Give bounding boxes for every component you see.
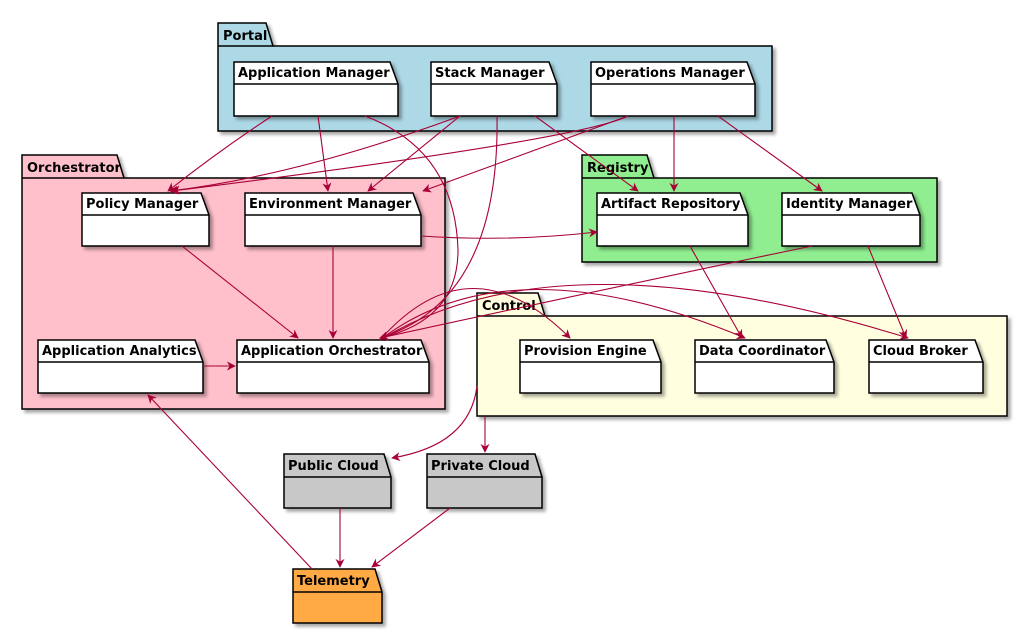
node-label-application-orchestrator: Application Orchestrator: [241, 344, 423, 359]
edge-control-to-public-cloud: [391, 385, 478, 462]
edge-envmgr-to-artifact: [420, 228, 598, 239]
edge-appmgr-to-apporch: [364, 115, 459, 341]
node-environment-manager: Environment Manager: [244, 192, 422, 247]
package-label-public-cloud: Public Cloud: [288, 459, 379, 474]
edge-telemetry-to-analytics: [147, 394, 313, 570]
edge-identity-to-apporch: [379, 245, 813, 341]
edge-apporch-to-datacoord: [379, 289, 746, 341]
package-label-control: Control: [482, 299, 536, 314]
node-label-environment-manager: Environment Manager: [249, 197, 412, 212]
node-application-orchestrator: Application Orchestrator: [236, 339, 430, 394]
node-label-cloud-broker: Cloud Broker: [873, 344, 968, 359]
edge-apporch-to-provision: [379, 287, 571, 341]
package-label-private-cloud: Private Cloud: [431, 459, 530, 474]
node-data-coordinator: Data Coordinator: [694, 339, 835, 394]
edge-artifact-to-datacoord: [689, 245, 743, 339]
edge-policy-to-apporch: [181, 245, 299, 339]
edge-ops-to-identity: [717, 115, 823, 192]
edge-private-cloud-to-telemetry: [371, 507, 451, 568]
node-label-application-analytics: Application Analytics: [42, 344, 197, 359]
node-artifact-repository: Artifact Repository: [596, 192, 749, 247]
package-telemetry: Telemetry: [292, 568, 383, 624]
node-label-identity-manager: Identity Manager: [786, 197, 913, 212]
edge-identity-to-cloudbroker: [867, 245, 908, 339]
edge-stack-to-envmgr: [367, 115, 461, 192]
package-label-orchestrator: Orchestrator: [27, 161, 122, 176]
node-policy-manager: Policy Manager: [81, 192, 210, 247]
node-label-artifact-repository: Artifact Repository: [601, 197, 741, 212]
node-provision-engine: Provision Engine: [519, 339, 662, 394]
package-public-cloud: Public Cloud: [283, 453, 392, 509]
node-label-application-manager: Application Manager: [238, 66, 390, 81]
package-label-portal: Portal: [223, 29, 267, 44]
edge-appmgr-to-envmgr: [317, 115, 332, 192]
edges: [147, 115, 909, 570]
edge-ops-to-envmgr: [422, 115, 629, 193]
node-label-stack-manager: Stack Manager: [435, 66, 545, 81]
edge-appmgr-to-policy: [167, 115, 273, 192]
node-label-provision-engine: Provision Engine: [524, 344, 647, 359]
node-operations-manager: Operations Manager: [590, 61, 756, 117]
node-application-manager: Application Manager: [233, 61, 399, 117]
node-application-analytics: Application Analytics: [37, 339, 204, 394]
edge-stack-to-policy: [169, 115, 461, 195]
edge-apporch-to-cloudbroker: [379, 283, 909, 341]
edge-stack-to-apporch: [379, 115, 498, 340]
node-label-operations-manager: Operations Manager: [595, 66, 745, 81]
node-label-policy-manager: Policy Manager: [86, 197, 199, 212]
edge-stack-to-artifact: [534, 115, 639, 192]
node-identity-manager: Identity Manager: [781, 192, 921, 247]
node-cloud-broker: Cloud Broker: [868, 339, 984, 394]
node-label-data-coordinator: Data Coordinator: [699, 344, 826, 359]
package-private-cloud: Private Cloud: [426, 453, 543, 509]
package-label-registry: Registry: [587, 161, 649, 176]
node-stack-manager: Stack Manager: [430, 61, 558, 117]
package-label-telemetry: Telemetry: [297, 574, 370, 589]
